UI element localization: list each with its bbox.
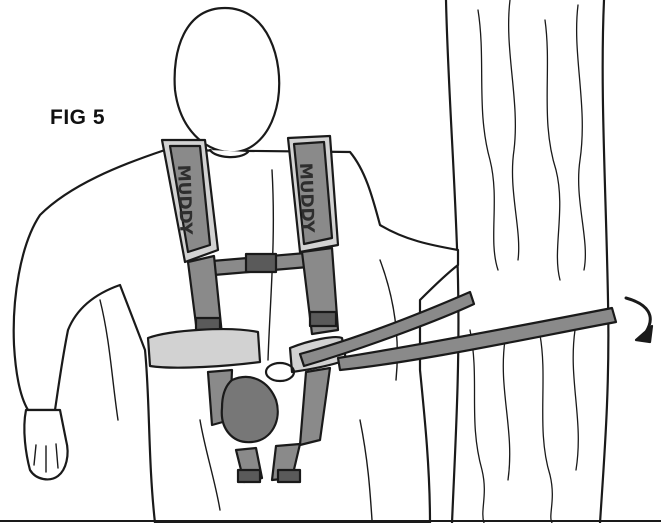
tree-trunk [446, 0, 608, 523]
person-head [175, 8, 280, 157]
waist-belt-pad [148, 329, 260, 368]
figure-label: FIG 5 [50, 106, 105, 130]
right-strap-brand: MUDDY [295, 162, 317, 233]
rotation-arrow-icon [626, 298, 652, 342]
left-strap-brand: MUDDY [173, 164, 195, 235]
chest-buckle [246, 254, 276, 272]
